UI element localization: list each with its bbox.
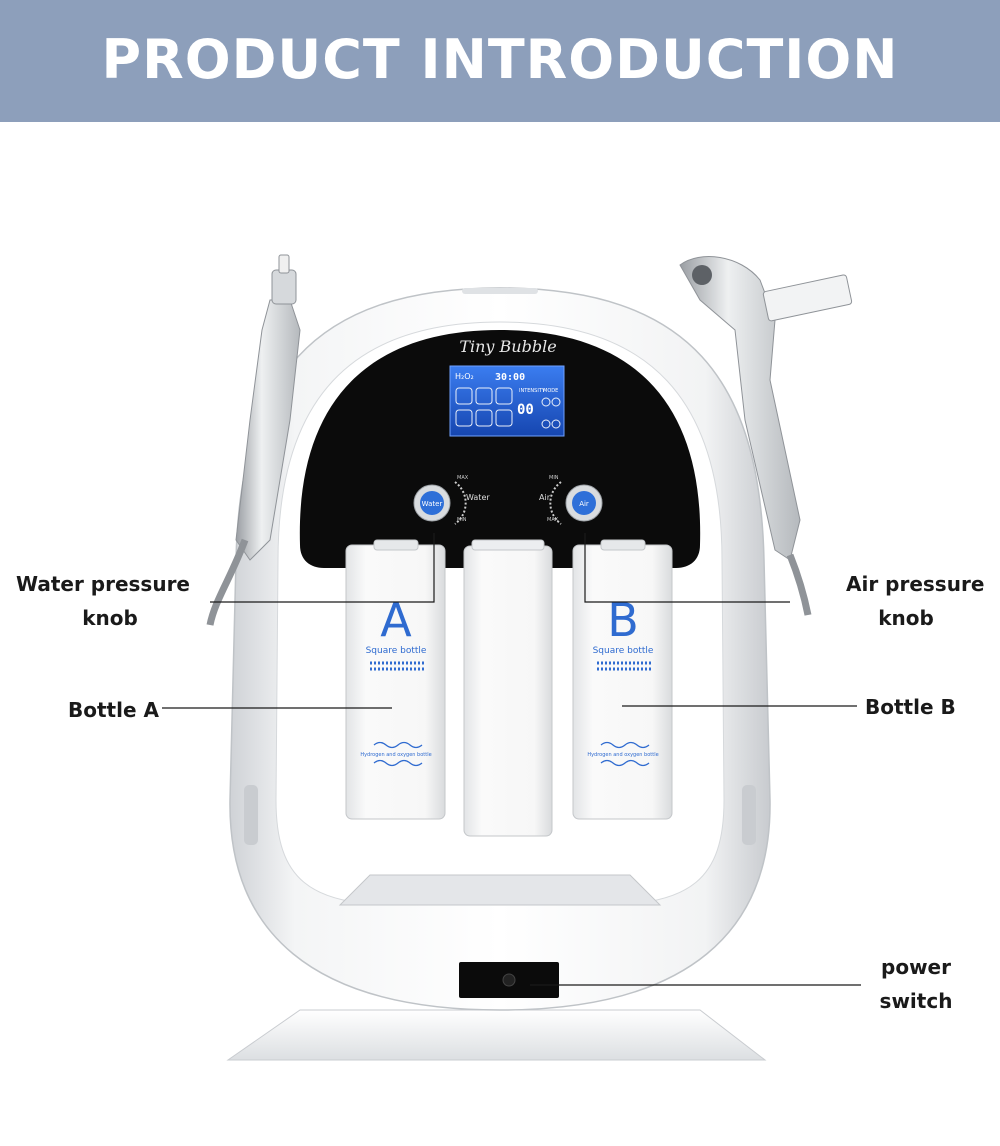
bottle-a-caption: Square bottle	[366, 646, 427, 656]
lcd-function-icons	[455, 387, 561, 429]
callout-bottle-a: Bottle A	[68, 698, 159, 722]
lcd-counter: 00	[517, 402, 534, 418]
base-stand	[226, 1009, 767, 1061]
air-knob-min: MIN	[549, 475, 559, 481]
water-knob-cap-label: Water	[422, 500, 443, 508]
lcd-timer: 30:00	[495, 372, 525, 383]
callout-bottle-b: Bottle B	[865, 695, 956, 719]
callout-water-knob-line2: knob	[82, 606, 138, 630]
bottle-b-letter: B	[607, 593, 639, 647]
lcd-mode-label: H₂O₂	[455, 372, 474, 381]
bottle-b-caption: Square bottle	[593, 646, 654, 656]
callout-air-knob-line2: knob	[878, 606, 934, 630]
center-bottle	[463, 539, 553, 837]
water-knob-side-label: Water	[466, 493, 490, 502]
bottle-a-letter: A	[380, 593, 412, 647]
bottle-a-footer: Hydrogen and oxygen bottle	[360, 752, 431, 758]
callout-power-line2: switch	[879, 989, 953, 1013]
right-handpiece	[679, 256, 853, 616]
callout-water-knob-line1: Water pressure	[15, 572, 190, 596]
page-title: PRODUCT INTRODUCTION	[101, 28, 899, 91]
callout-air-knob-line1: Air pressure	[846, 572, 985, 596]
water-pressure-knob: Water MAX MIN Water	[413, 475, 490, 525]
bottle-b-footer: Hydrogen and oxygen bottle	[587, 752, 658, 758]
power-switch	[459, 962, 559, 998]
water-knob-min: MIN	[457, 517, 467, 523]
left-handpiece	[206, 254, 301, 626]
bottle-b: B Square bottle Hydrogen and oxygen bott…	[572, 539, 673, 820]
callout-lines	[162, 533, 861, 986]
air-pressure-knob: Air MIN MAX Air	[539, 475, 603, 525]
bottle-a: A Square bottle Hydrogen and oxygen bott…	[345, 539, 446, 820]
lcd-intensity-label: INTENSITY	[519, 388, 546, 394]
air-knob-max: MAX	[547, 517, 559, 523]
water-knob-max: MAX	[457, 475, 469, 481]
lcd-mode-header: MODE	[543, 388, 558, 394]
callout-power-line1: power	[881, 955, 951, 979]
air-knob-side-label: Air	[539, 493, 551, 502]
air-knob-cap-label: Air	[579, 500, 589, 508]
lcd-screen: H₂O₂ 30:00 INTENSITY MODE 00	[449, 365, 565, 437]
brand-script: Tiny Bubble	[459, 337, 556, 356]
bottom-tray	[338, 874, 662, 906]
header-banner: PRODUCT INTRODUCTION	[0, 0, 1000, 122]
